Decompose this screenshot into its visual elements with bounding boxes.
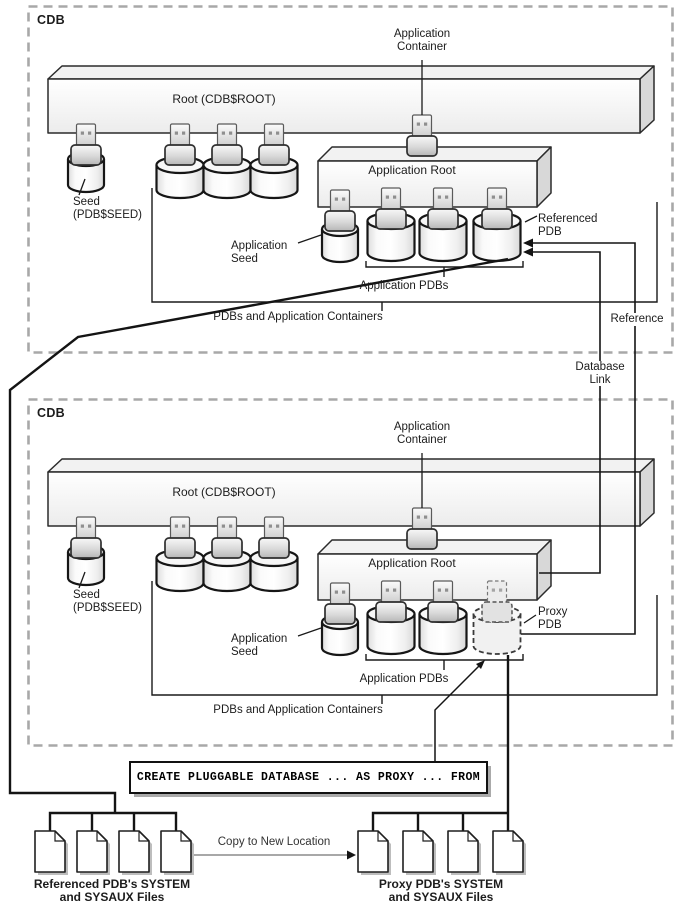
cdb-bottom-dashed-border [27,398,674,747]
sql-statement: CREATE PLUGGABLE DATABASE ... AS PROXY .… [136,771,481,784]
copy-to-new-location-label: Copy to New Location [217,836,331,848]
pdbs-containers-label-bottom: PDBs and Application Containers [213,704,383,716]
application-pdbs-label-bottom: Application PDBs [359,673,449,685]
sql-box [129,761,488,794]
callout-lines [78,453,537,637]
application-pdbs-bracket [365,260,524,278]
sql-arrowhead-icon [476,660,485,669]
reference-arrowhead-icon [523,238,533,248]
file-icon [160,830,195,876]
application-pdbs-label-top: Application PDBs [359,280,449,292]
file-icon [447,830,482,876]
cdb-root-bar [47,458,655,527]
file-icon [76,830,111,876]
copy-arrowhead-icon [347,850,356,860]
reference-label: Reference [608,313,666,326]
cdb-top-title: CDB [37,13,65,27]
file-icon [118,830,153,876]
file-icon [492,830,527,876]
root-label-top: Root (CDB$ROOT) [172,92,276,106]
sql-arrow-line [434,665,480,762]
pdbs-containers-label-top: PDBs and Application Containers [213,311,383,323]
cdb-top-group [47,60,658,312]
cdb-bottom-title: CDB [37,406,65,420]
seed-label-bottom: Seed(PDB$SEED) [73,589,143,614]
cdb-root-bar [47,65,655,134]
root-label-bottom: Root (CDB$ROOT) [172,485,276,499]
cdb-top-dashed-border [27,5,674,354]
database-link-arrowhead-icon [523,247,533,257]
referenced-files-line [8,257,509,831]
database-link-line [531,251,601,574]
callout-lines [78,60,538,244]
proxy-files-line [371,655,510,831]
reference-line [521,242,636,635]
application-pdbs-bracket [365,653,524,671]
referenced-files-group [34,830,195,876]
cdb-bottom-group [47,453,658,705]
seed-label-top: Seed(PDB$SEED) [73,196,143,221]
application-root-label-top: Application Root [368,163,456,177]
file-icon [402,830,437,876]
file-icon [34,830,69,876]
application-root-label-bottom: Application Root [368,556,456,570]
